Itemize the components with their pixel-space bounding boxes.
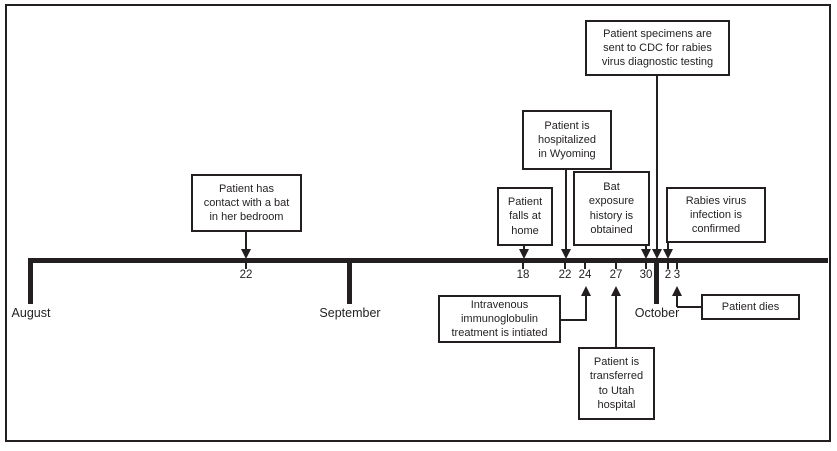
arrow-down-icon	[641, 249, 651, 259]
month-tick-october	[654, 258, 659, 304]
day-tick	[584, 263, 586, 269]
day-tick	[667, 263, 669, 269]
arrow-up-icon	[611, 286, 621, 296]
event-connector-transferred-utah	[615, 294, 617, 347]
month-label-september: September	[319, 306, 381, 320]
day-tick	[615, 263, 617, 269]
day-tick-label: 22	[239, 269, 253, 281]
day-tick-label: 30	[639, 269, 653, 281]
day-tick	[522, 263, 524, 269]
event-connector-patient-dies	[677, 306, 702, 308]
arrow-down-icon	[241, 249, 251, 259]
timeline-axis	[28, 258, 828, 263]
day-tick	[564, 263, 566, 269]
day-tick-label: 27	[609, 269, 623, 281]
event-box-patient-dies: Patient dies	[701, 294, 800, 320]
day-tick	[245, 263, 247, 269]
month-tick-september	[347, 258, 352, 304]
arrow-down-icon	[519, 249, 529, 259]
arrow-down-icon	[561, 249, 571, 259]
arrow-down-icon	[663, 249, 673, 259]
event-box-bat-exposure-history: Bat exposure history is obtained	[573, 171, 650, 246]
day-tick	[645, 263, 647, 269]
event-connector-hospitalized-wyoming	[565, 169, 567, 250]
day-tick-label: 18	[516, 269, 530, 281]
month-label-august: August	[11, 306, 51, 320]
day-tick-label: 22	[558, 269, 572, 281]
event-box-transferred-utah: Patient is transferred to Utah hospital	[578, 347, 655, 420]
event-connector-specimens-to-cdc	[656, 74, 658, 250]
month-label-october: October	[634, 306, 680, 320]
event-connector-ivig-treatment	[585, 294, 587, 321]
event-box-bat-contact: Patient has contact with a bat in her be…	[191, 174, 302, 232]
event-box-rabies-confirmed: Rabies virus infection is confirmed	[666, 187, 766, 243]
event-connector-ivig-treatment	[560, 319, 587, 321]
event-box-hospitalized-wyoming: Patient is hospitalized in Wyoming	[522, 110, 612, 170]
arrow-up-icon	[672, 286, 682, 296]
event-connector-bat-exposure-history	[645, 245, 647, 250]
day-tick-label: 3	[673, 269, 681, 281]
event-box-patient-falls: Patient falls at home	[497, 187, 553, 246]
arrow-down-icon	[652, 249, 662, 259]
event-connector-patient-falls	[523, 245, 525, 250]
event-connector-rabies-confirmed	[667, 242, 669, 250]
event-connector-patient-dies	[676, 294, 678, 307]
event-box-specimens-to-cdc: Patient specimens are sent to CDC for ra…	[585, 20, 730, 76]
day-tick-label: 2	[664, 269, 672, 281]
event-box-ivig-treatment: Intravenous immunoglobulin treatment is …	[438, 295, 561, 343]
event-connector-bat-contact	[245, 232, 247, 250]
arrow-up-icon	[581, 286, 591, 296]
day-tick-label: 24	[578, 269, 592, 281]
month-tick-august	[28, 258, 33, 304]
day-tick	[676, 263, 678, 269]
figure-border	[5, 4, 831, 442]
